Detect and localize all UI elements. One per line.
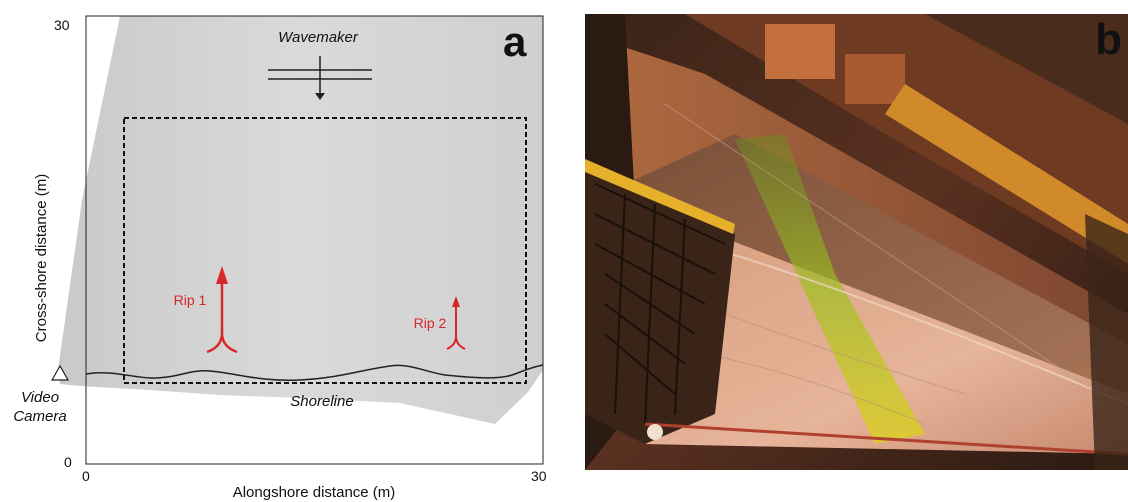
- panel-a-letter: a: [503, 18, 527, 65]
- rip-1-label: Rip 1: [174, 292, 207, 308]
- panel-b-letter: b: [1095, 15, 1122, 64]
- plot-frame: [85, 15, 544, 465]
- rip-2-arrow-icon: [446, 305, 466, 350]
- y-tick-bottom: 0: [64, 454, 72, 470]
- x-tick-right: 30: [531, 468, 547, 484]
- rip-2-label: Rip 2: [414, 315, 447, 331]
- rip-1-arrow-icon: [206, 282, 238, 354]
- y-axis-label: Cross-shore distance (m): [33, 174, 50, 342]
- x-tick-left: 0: [82, 468, 90, 484]
- camera-label-line1: Video: [21, 389, 59, 406]
- y-tick-top: 30: [54, 17, 70, 33]
- wavemaker-arrow-icon: [315, 93, 325, 100]
- x-axis-label: Alongshore distance (m): [233, 484, 396, 501]
- rip-2-arrowhead: [452, 296, 460, 307]
- panel-a-diagram: a 30 0 0 30 Alongshore distance (m) Cros…: [13, 15, 547, 501]
- rip-1-arrowhead: [216, 266, 228, 284]
- study-region-box: [123, 117, 527, 384]
- basin-area: [58, 16, 543, 424]
- panel-b-photo-container: b: [585, 14, 1128, 470]
- video-camera-icon: [50, 364, 70, 381]
- shoreline-curve: [85, 364, 544, 382]
- laboratory-wave-basin-photo: [585, 14, 1128, 470]
- shoreline-label: Shoreline: [290, 393, 353, 410]
- wavemaker-label: Wavemaker: [278, 29, 359, 46]
- wavemaker-icon: [268, 56, 372, 94]
- camera-label-line2: Camera: [13, 408, 66, 425]
